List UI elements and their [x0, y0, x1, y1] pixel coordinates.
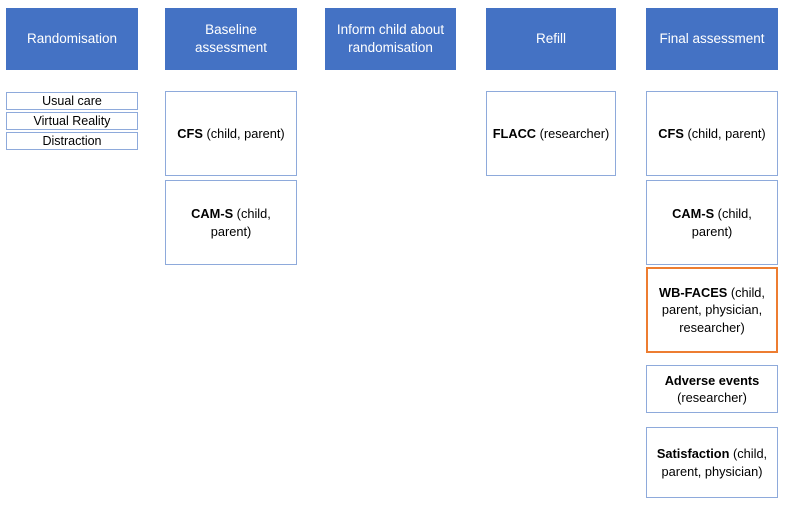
stage-header-label: Final assessment	[659, 31, 765, 46]
instrument-name: WB-FACES	[659, 284, 728, 300]
stage-header-baseline-assessment: Baseline assessment	[165, 8, 297, 70]
arm-label: Virtual Reality	[33, 114, 111, 128]
arm-box-usual-care: Usual care	[6, 92, 138, 110]
measure-text: WB-FACES (child, parent, physician, rese…	[653, 284, 771, 337]
column-final-assessment: Final assessment CFS (child, parent) CAM…	[646, 0, 778, 506]
column-randomisation: Randomisation Usual care Virtual Reality…	[6, 0, 138, 506]
column-baseline-assessment: Baseline assessment CFS (child, parent) …	[165, 0, 297, 506]
instrument-name: CFS	[177, 125, 203, 141]
measure-text: CAM-S (child, parent)	[171, 205, 291, 240]
arm-box-virtual-reality: Virtual Reality	[6, 112, 138, 130]
instrument-name: CAM-S	[672, 206, 715, 221]
measure-text: Satisfaction (child, parent, physician)	[652, 445, 772, 480]
measure-text: CFS (child, parent)	[171, 125, 291, 143]
instrument-name: FLACC	[492, 125, 537, 141]
stage-header-label: Inform child about randomisation	[336, 22, 445, 55]
instrument-name: Adverse events	[664, 372, 760, 388]
instrument-name: CAM-S	[191, 206, 234, 221]
measure-box-wb-faces-final: WB-FACES (child, parent, physician, rese…	[646, 267, 778, 353]
instrument-raters: (child, parent)	[683, 125, 766, 141]
instrument-raters: (child, parent)	[691, 206, 752, 239]
randomisation-arm-list: Usual care Virtual Reality Distraction	[6, 92, 138, 152]
instrument-name: Satisfaction	[656, 446, 730, 461]
measure-box-flacc-refill: FLACC (researcher)	[486, 91, 616, 176]
instrument-raters: (researcher)	[677, 390, 747, 405]
arm-label: Distraction	[42, 134, 102, 148]
instrument-raters: (child, parent)	[210, 206, 271, 239]
measure-box-satisfaction-final: Satisfaction (child, parent, physician)	[646, 427, 778, 498]
stage-header-inform-child-about-randomisation: Inform child about randomisation	[325, 8, 456, 70]
stage-header-label: Randomisation	[26, 31, 118, 46]
arm-box-distraction: Distraction	[6, 132, 138, 150]
stage-header-final-assessment: Final assessment	[646, 8, 778, 70]
instrument-raters: (child, parent, physician)	[661, 446, 768, 479]
stage-header-refill: Refill	[486, 8, 616, 70]
instrument-name: CFS	[658, 125, 684, 141]
instrument-raters: (researcher)	[536, 125, 610, 141]
column-refill: Refill FLACC (researcher)	[486, 0, 616, 506]
measure-box-cams-final: CAM-S (child, parent)	[646, 180, 778, 265]
arm-label: Usual care	[42, 94, 102, 108]
instrument-raters: (child, parent, physician, researcher)	[661, 284, 765, 335]
stage-header-label: Baseline assessment	[194, 22, 268, 55]
measure-box-cams-baseline: CAM-S (child, parent)	[165, 180, 297, 265]
measure-text: FLACC (researcher)	[492, 125, 610, 143]
stage-header-randomisation: Randomisation	[6, 8, 138, 70]
measure-box-adverse-events-final: Adverse events (researcher)	[646, 365, 778, 413]
instrument-raters: (child, parent)	[202, 125, 285, 141]
measure-text: CFS (child, parent)	[652, 125, 772, 143]
measure-text: Adverse events (researcher)	[652, 372, 772, 407]
column-inform-child-about-randomisation: Inform child about randomisation	[325, 0, 456, 506]
stage-header-label: Refill	[535, 31, 566, 46]
measure-text: CAM-S (child, parent)	[652, 205, 772, 240]
measure-box-cfs-final: CFS (child, parent)	[646, 91, 778, 176]
measure-box-cfs-baseline: CFS (child, parent)	[165, 91, 297, 176]
